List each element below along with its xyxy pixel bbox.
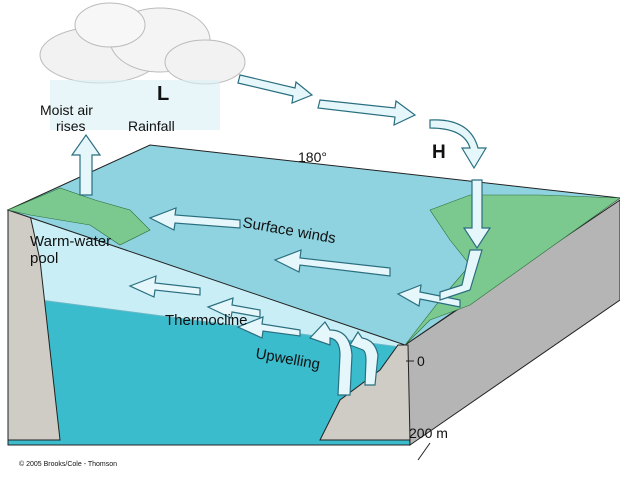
surface-wind-arrows	[148, 207, 483, 308]
warm-pool-label-line1: Warm-water	[30, 233, 111, 250]
wind-arrow-return	[439, 249, 483, 301]
air-arrow-down	[462, 179, 492, 250]
right-continental-slope	[319, 344, 411, 441]
high-pressure-label: H	[432, 142, 446, 163]
depth-200-pointer	[417, 442, 431, 461]
depth-200-label: 200 m	[409, 425, 448, 441]
warm-pool-label-line2: pool	[30, 250, 58, 267]
subsurface-current-arrows	[128, 275, 379, 396]
moist-air-label-line1: Moist air	[40, 102, 93, 118]
wind-arrow-3	[396, 284, 461, 308]
air-arrow-2	[317, 99, 417, 127]
asia-australia-land	[7, 187, 151, 246]
air-arrow-1	[237, 74, 314, 104]
moist-air-label-line2: rises	[56, 118, 86, 134]
rainfall-label: Rainfall	[128, 118, 175, 134]
upwelling-arrow-2	[349, 330, 379, 386]
current-arrow-3	[236, 316, 301, 339]
longitude-label: 180°	[298, 149, 327, 165]
wind-arrow-2	[273, 249, 391, 277]
copyright-text: © 2005 Brooks/Cole - Thomson	[19, 460, 117, 468]
air-arrow-descend	[429, 119, 488, 170]
air-arrow-rise	[70, 133, 102, 196]
thermocline-label: Thermocline	[165, 312, 248, 329]
upwelling-arrow-1	[308, 321, 353, 396]
depth-0-label: 0	[417, 353, 425, 369]
current-arrow-2	[206, 297, 261, 319]
atmosphere-arrows	[70, 74, 492, 250]
rain-cloud	[39, 2, 246, 130]
americas-land	[404, 194, 620, 346]
current-arrow-1	[128, 275, 201, 298]
wind-arrow-1	[148, 207, 241, 231]
low-pressure-label: L	[157, 83, 169, 105]
